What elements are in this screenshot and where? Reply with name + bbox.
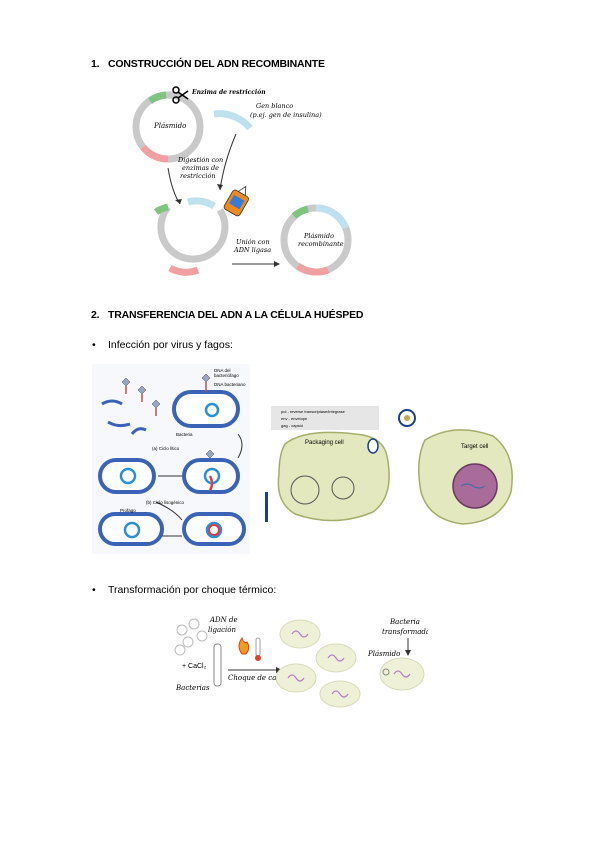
section1-title: CONSTRUCCIÓN DEL ADN RECOMBINANTE xyxy=(108,58,325,70)
ligation-dna-label-2: ligación xyxy=(208,626,237,634)
heat-shock-label: Choque de calor xyxy=(228,674,287,682)
glue-bottle-icon xyxy=(223,185,249,217)
phage-cycle-figure: DNA del bacteriófago DNA bacteriano Bact… xyxy=(92,364,250,554)
tube-icon xyxy=(213,643,222,687)
ligation-dna-label-1: ADN de xyxy=(209,616,238,624)
lysogenic-label: (b) Ciclo lisogénico xyxy=(146,500,185,505)
recombinant-label-1: Plásmido xyxy=(303,232,334,240)
legend-gag: gag - capsid xyxy=(281,423,303,428)
flame-icon xyxy=(238,636,250,655)
section1-number: 1. xyxy=(91,58,100,70)
enzyme-label: Enzima de restricción xyxy=(191,89,266,96)
scissors-icon xyxy=(172,86,189,104)
section2-title: TRANSFERENCIA DEL ADN A LA CÉLULA HUÉSPE… xyxy=(108,309,364,321)
transformed-label-2: transformada xyxy=(382,628,428,636)
thermometer-icon xyxy=(255,637,261,657)
recombinant-label-2: recombinante xyxy=(298,240,344,248)
bullet-infection: Infección por virus y fagos: xyxy=(108,339,233,351)
union-label-1: Unión con xyxy=(236,238,270,246)
bullet-dot: • xyxy=(92,584,96,596)
target-cell-label: Target cell xyxy=(461,444,488,450)
legend-pol: pol - reverse transcriptase/integrase xyxy=(281,409,346,414)
bacterial-dna-label: DNA bacteriano xyxy=(214,382,246,387)
lytic-label: (a) Ciclo lítico xyxy=(152,446,180,451)
legend-env: env - envelope xyxy=(281,416,308,421)
recombinant-dna-figure: Plásmido Enzima de restricción Gen blanc… xyxy=(132,86,352,276)
bullet-transformation: Transformación por choque térmico: xyxy=(108,584,277,596)
phage-dna-label-2: bacteriófago xyxy=(214,373,239,378)
prophage-label: Profago xyxy=(120,508,136,513)
plasmid-label: Plásmido xyxy=(367,650,400,658)
bacteria-label: Bacteria xyxy=(176,432,193,437)
packaging-cell-label: Packaging cell xyxy=(305,440,344,446)
transformed-label-1: Bacteria xyxy=(389,618,420,626)
phage-dna-label-1: DNA del xyxy=(214,368,231,373)
bacteria-label: Bacterias xyxy=(175,684,210,692)
digestion-label-1: Digestión con xyxy=(177,156,223,164)
section2-number: 2. xyxy=(91,309,100,321)
digestion-label-3: restricción xyxy=(180,172,216,180)
viral-vector-figure: pol - reverse transcriptase/integrase en… xyxy=(265,406,513,525)
gene-label-2: (p.ej. gen de insulina) xyxy=(250,111,322,119)
heat-shock-figure: ADN de ligación + CaCl₂ Bacterias Choque… xyxy=(174,616,428,708)
bullet-dot: • xyxy=(92,339,96,351)
plasmid-label: Plásmido xyxy=(153,122,186,130)
cacl2-label: + CaCl₂ xyxy=(182,663,207,670)
union-label-2: ADN ligasa xyxy=(233,246,271,254)
digestion-label-2: enzimas de xyxy=(182,164,219,172)
gene-label-1: Gen blanco xyxy=(256,102,293,110)
